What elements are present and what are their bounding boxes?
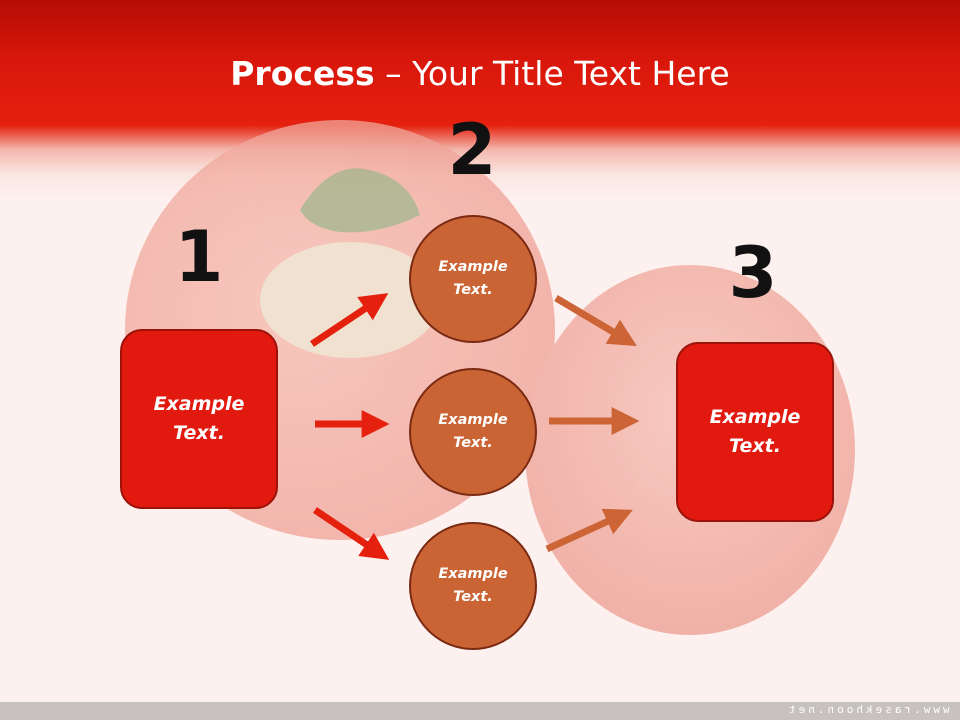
step-number-2: 2 — [447, 109, 497, 191]
arrow-top-to-3 — [554, 294, 637, 347]
watermark-text: www.rasekhoon.net — [786, 703, 950, 716]
pepper-seeds — [260, 242, 440, 358]
arrow-1-to-bottom — [313, 507, 390, 560]
page-title: Process – Your Title Text Here — [0, 52, 960, 96]
step-number-3: 3 — [728, 232, 778, 314]
arrow-1-to-top — [310, 293, 389, 347]
pepper-stem — [300, 168, 420, 233]
title-bar — [0, 0, 960, 200]
footer-bar: www.rasekhoon.net — [0, 702, 960, 720]
step-number-1: 1 — [174, 216, 224, 298]
title-rest: – Your Title Text Here — [374, 54, 730, 93]
arrow-bottom-to-3 — [545, 508, 633, 553]
title-strong: Process — [230, 54, 375, 93]
